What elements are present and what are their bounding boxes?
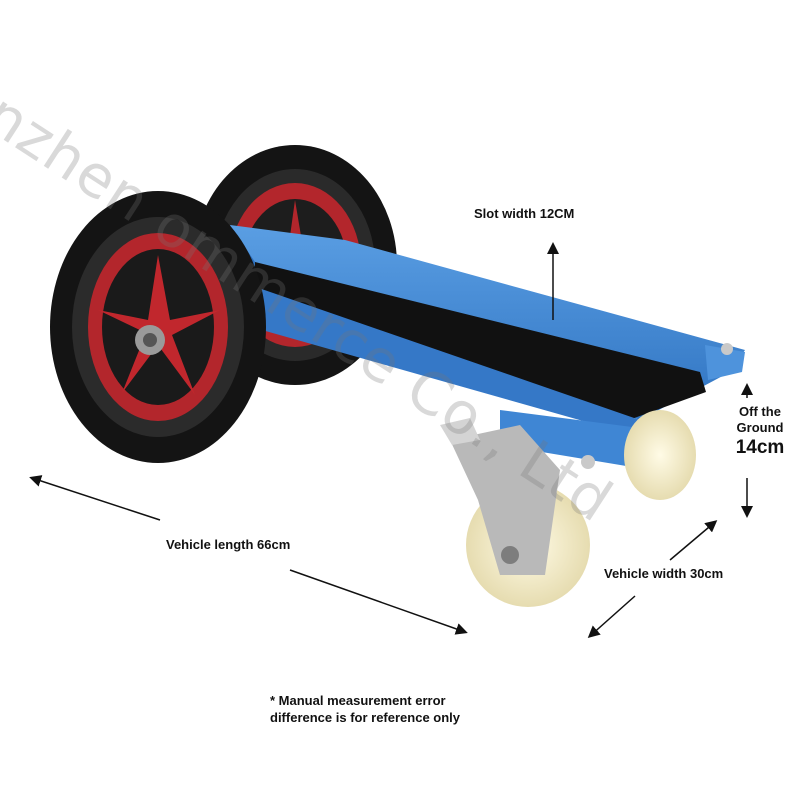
length-arrow-left [29, 475, 161, 521]
ground-clearance-value: 14cm [735, 437, 785, 458]
vehicle-length-label: Vehicle length 66cm [166, 537, 291, 552]
width-arrow-right [669, 520, 718, 561]
ground-clearance-label: Off the Ground 14cm [722, 404, 798, 460]
ground-clearance-line2: Ground [736, 420, 784, 435]
blue-frame [230, 225, 745, 470]
caster-wheel-front [440, 418, 590, 607]
length-arrow-right [289, 569, 468, 635]
measurement-note-line2: difference is for reference only [270, 710, 461, 725]
measurement-note-line1: * Manual measurement error [270, 693, 446, 708]
width-arrow-left [587, 595, 636, 638]
rear-wheel-front [50, 191, 266, 463]
vehicle-width-label: Vehicle width 30cm [604, 566, 724, 581]
measurement-note: * Manual measurement error difference is… [270, 692, 460, 726]
caster-wheel-back [624, 410, 696, 500]
slot-width-label: Slot width 12CM [474, 206, 575, 221]
ground-clearance-line1: Off the [739, 404, 781, 419]
